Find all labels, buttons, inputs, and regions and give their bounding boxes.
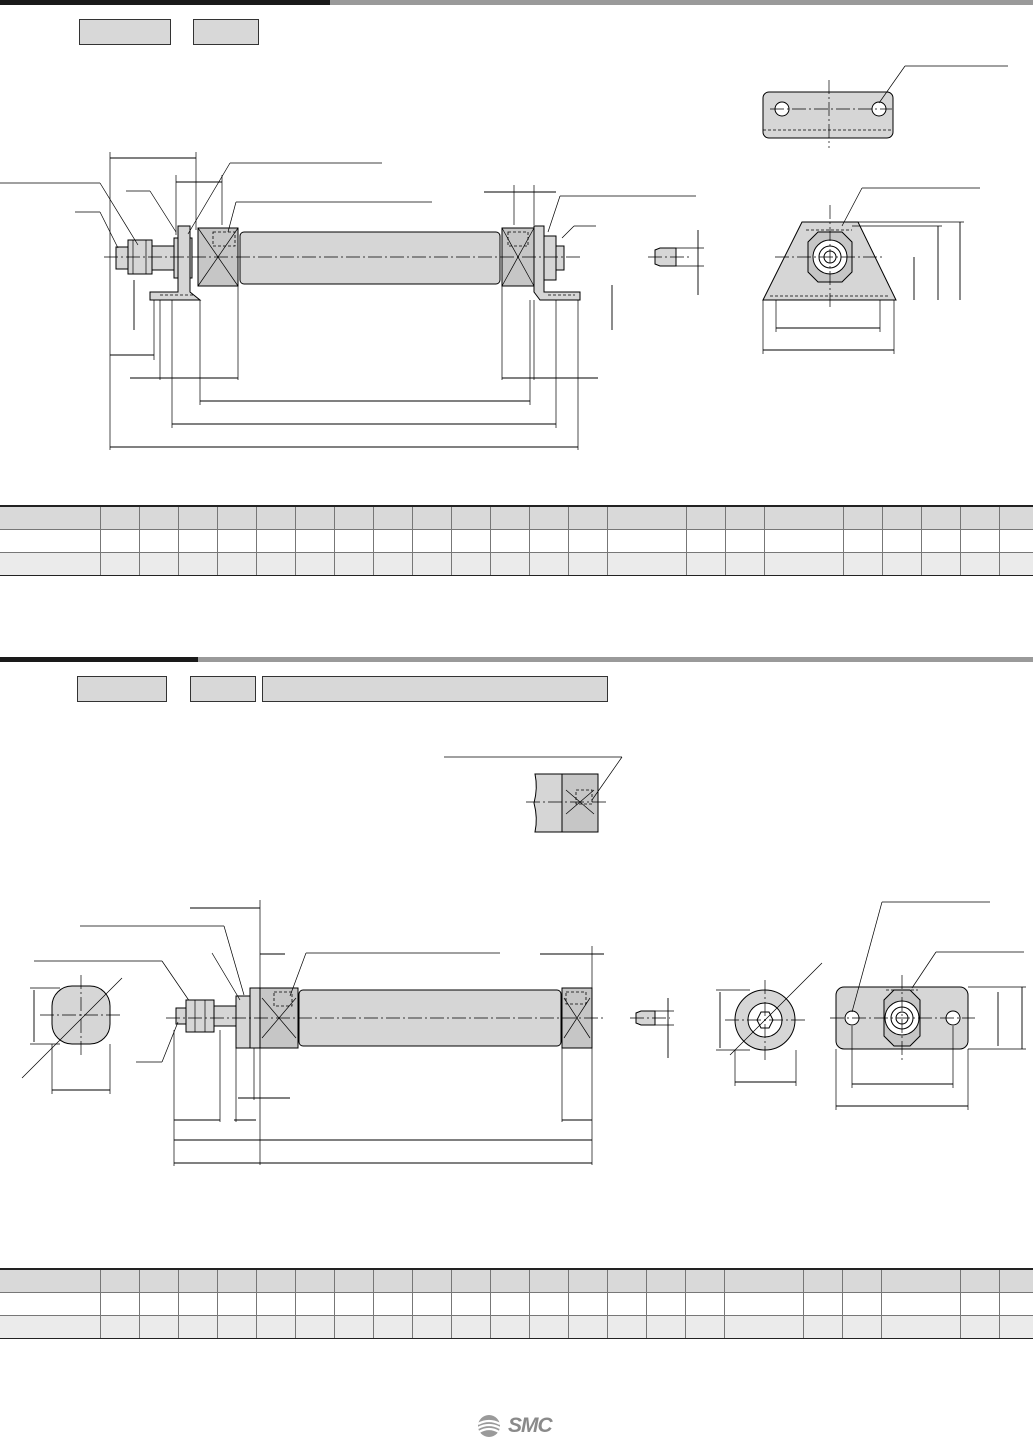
- cylinder-side-view-2: [166, 987, 674, 1058]
- cylinder-side-view: [104, 225, 690, 301]
- flange-front-view: [830, 901, 1026, 1110]
- section-2-mount-tag: [190, 676, 256, 702]
- head-cover-detail-view: [444, 756, 623, 833]
- smc-swirl-icon: [477, 1415, 501, 1437]
- logo-text: SMC: [508, 1414, 553, 1437]
- cylinder-dimensions: [0, 152, 704, 450]
- table-row: [0, 1315, 1033, 1339]
- head-end-view: [716, 962, 823, 1086]
- section-1-drawings: [0, 65, 1008, 450]
- smc-logo: SMC: [474, 1414, 553, 1438]
- section-2-spec-table: [0, 1268, 1033, 1339]
- table-row: [0, 552, 1033, 576]
- section-1-bar-light: [330, 0, 1033, 5]
- section-1-bar-dark: [0, 0, 330, 5]
- table-row: [0, 1292, 1033, 1316]
- section-2-model-tag: [77, 676, 167, 702]
- section-1-spec-table: [0, 505, 1033, 576]
- rod-end-view: [21, 960, 191, 1094]
- table-header-row: [0, 505, 1033, 530]
- foot-bracket-front-view: [762, 187, 980, 354]
- section-1-model-tag: [79, 19, 171, 45]
- table-row: [0, 529, 1033, 553]
- cylinder-dimensions-2: [80, 900, 604, 1166]
- table-header-row: [0, 1268, 1033, 1293]
- foot-bracket-top-view: [762, 65, 1008, 148]
- section-1-mount-tag: [193, 19, 259, 45]
- section-2-bar-light: [198, 657, 1033, 662]
- section-2-bar-dark: [0, 657, 198, 662]
- section-2-option-tag: [262, 676, 608, 702]
